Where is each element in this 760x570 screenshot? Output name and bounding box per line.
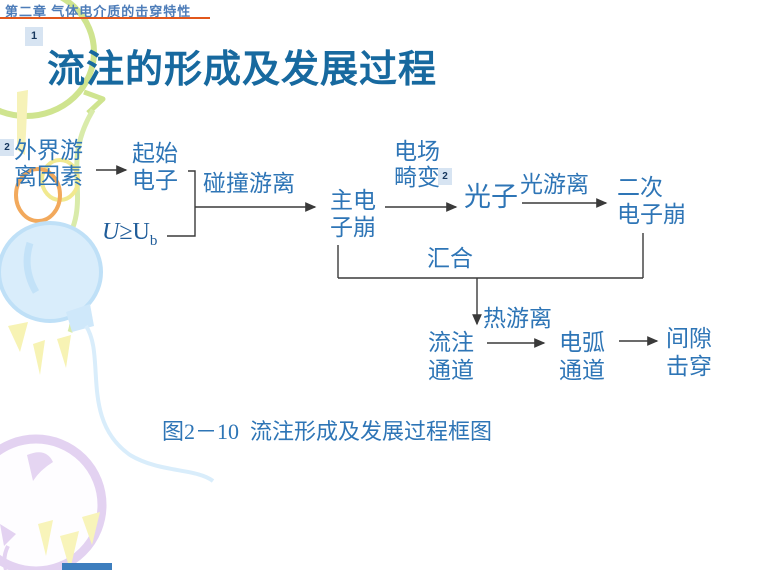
label-converge: 汇合	[427, 246, 473, 271]
label-photo-ionization: 光游离	[520, 172, 589, 197]
annotation-badge-1[interactable]: 1	[25, 27, 43, 46]
blue-shape-bottom	[62, 563, 112, 570]
label-thermal-ionization: 热游离	[483, 306, 552, 331]
node-streamer-channel: 流注 通道	[428, 330, 474, 383]
annotation-badge-2b[interactable]: 2	[438, 168, 452, 185]
header-underline	[0, 17, 210, 19]
label-collision-ionization: 碰撞游离	[203, 171, 295, 196]
sparkle-ray	[57, 335, 71, 368]
node-secondary-avalanche: 二次 电子崩	[617, 175, 686, 227]
node-external-ionization: 外界游 离因素	[14, 138, 83, 189]
node-voltage-condition: U≥Ub	[102, 219, 158, 249]
node-gap-breakdown: 间隙 击穿	[666, 326, 712, 379]
sparkle-ray	[60, 531, 79, 570]
node-initial-electron: 起始 电子	[132, 141, 178, 193]
sparkle-ray	[82, 512, 100, 545]
slide-title: 流注的形成及发展过程	[47, 49, 438, 91]
purple-balloon-icon	[0, 434, 112, 570]
node-main-avalanche: 主电 子崩	[330, 188, 376, 240]
sparkle-ray	[38, 520, 53, 556]
sparkle-ray	[8, 322, 28, 352]
annotation-badge-2a[interactable]: 2	[0, 139, 14, 156]
figure-caption: 图2－10 流注形成及发展过程框图	[162, 419, 493, 444]
sparkle-ray	[33, 340, 45, 375]
label-field-distortion: 电场 畸变	[394, 139, 440, 190]
node-photon: 光子	[464, 182, 518, 212]
node-arc-channel: 电弧 通道	[559, 330, 605, 383]
